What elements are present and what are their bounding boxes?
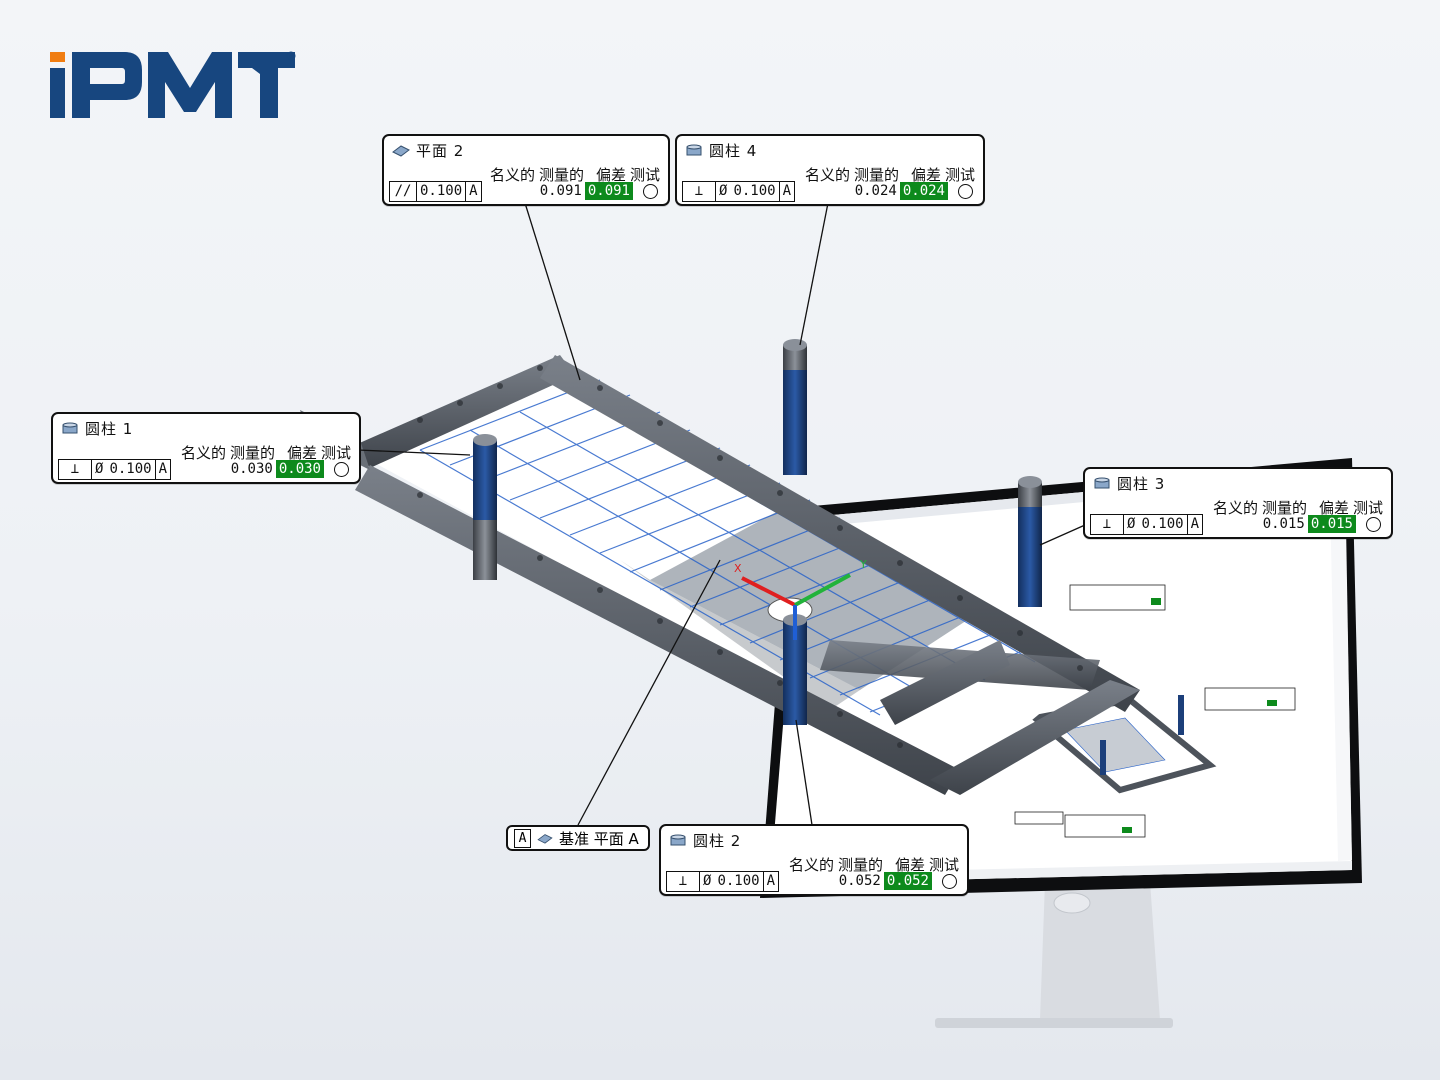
callout-plane-2[interactable]: 平面 2 名义的 测量的 偏差 测试 // 0.100 A 0.091 0.09… — [382, 134, 670, 206]
col-test: 测试 — [944, 166, 975, 184]
callout-title: 圆柱 3 — [1117, 474, 1166, 493]
measured-value: 0.052 — [838, 873, 881, 889]
measured-value: 0.015 — [1262, 516, 1305, 532]
col-deviation: 偏差 — [286, 444, 317, 462]
col-test: 测试 — [320, 444, 351, 462]
diameter-symbol: Ø — [1123, 514, 1138, 534]
feature-control-frame: ⊥ Ø 0.100 A — [58, 458, 172, 480]
diameter-symbol: Ø — [715, 181, 730, 201]
plane-feature-icon — [392, 145, 410, 157]
datum-plane-label[interactable]: A 基准 平面 A — [506, 825, 650, 851]
col-deviation: 偏差 — [894, 856, 925, 874]
measured-value: 0.030 — [230, 461, 273, 477]
callout-cylinder-2[interactable]: 圆柱 2 名义的 测量的 偏差 测试 ⊥ Ø 0.100 A 0.052 0.0… — [659, 824, 969, 896]
col-nominal: 名义的 — [788, 856, 834, 874]
leader-lines — [357, 202, 1086, 826]
plane-feature-icon — [537, 834, 553, 844]
perpendicularity-symbol: ⊥ — [678, 873, 688, 889]
deviation-value: 0.015 — [1307, 515, 1356, 533]
cylinder-feature-icon — [1094, 477, 1110, 489]
callout-title: 圆柱 2 — [693, 831, 742, 850]
parallelism-symbol: // — [394, 183, 412, 199]
tolerance-value: 0.100 — [416, 181, 465, 201]
callout-cylinder-1[interactable]: 圆柱 1 名义的 测量的 偏差 测试 ⊥ Ø 0.100 A 0.030 0.0… — [51, 412, 361, 484]
feature-control-frame: // 0.100 A — [389, 180, 482, 202]
fixture-frame — [300, 355, 1140, 795]
col-deviation: 偏差 — [595, 166, 626, 184]
diameter-symbol: Ø — [699, 871, 714, 891]
col-measured: 测量的 — [229, 444, 275, 462]
col-test: 测试 — [928, 856, 959, 874]
deviation-value: 0.052 — [883, 872, 932, 890]
diameter-symbol: Ø — [91, 459, 106, 479]
datum-text: 基准 平面 A — [559, 829, 639, 848]
col-measured: 测量的 — [853, 166, 899, 184]
cylinder-feature-icon — [670, 834, 686, 846]
cylinder-feature-icon — [686, 144, 702, 156]
callout-title: 平面 2 — [416, 141, 465, 160]
col-nominal: 名义的 — [1212, 499, 1258, 517]
test-pass-indicator — [643, 183, 658, 199]
col-measured: 测量的 — [1261, 499, 1307, 517]
y-axis-label: Y — [859, 558, 867, 571]
cylinder-posts — [473, 339, 1042, 725]
callout-title: 圆柱 1 — [85, 419, 134, 438]
tolerance-value: 0.100 — [717, 873, 760, 889]
col-nominal: 名义的 — [489, 166, 535, 184]
datum-ref: A — [1186, 514, 1202, 534]
measured-value: 0.024 — [854, 183, 897, 199]
datum-ref: A — [778, 181, 794, 201]
datum-ref: A — [762, 871, 778, 891]
perpendicularity-symbol: ⊥ — [1102, 516, 1112, 532]
col-measured: 测量的 — [837, 856, 883, 874]
col-test: 测试 — [629, 166, 660, 184]
col-deviation: 偏差 — [1318, 499, 1349, 517]
tolerance-value: 0.100 — [109, 461, 152, 477]
deviation-value: 0.091 — [584, 182, 633, 200]
col-nominal: 名义的 — [180, 444, 226, 462]
col-nominal: 名义的 — [804, 166, 850, 184]
feature-control-frame: ⊥ Ø 0.100 A — [666, 870, 780, 892]
perpendicularity-symbol: ⊥ — [70, 461, 80, 477]
measured-value: 0.091 — [539, 183, 582, 199]
feature-control-frame: ⊥ Ø 0.100 A — [682, 180, 796, 202]
registered-mark: ® — [289, 54, 295, 61]
datum-ref: A — [465, 181, 480, 201]
perpendicularity-symbol: ⊥ — [694, 183, 704, 199]
callout-cylinder-4[interactable]: 圆柱 4 名义的 测量的 偏差 测试 ⊥ Ø 0.100 A 0.024 0.0… — [675, 134, 985, 206]
test-pass-indicator — [334, 461, 349, 477]
col-test: 测试 — [1352, 499, 1383, 517]
col-measured: 测量的 — [538, 166, 584, 184]
deviation-value: 0.030 — [275, 460, 324, 478]
test-pass-indicator — [958, 183, 973, 199]
callout-cylinder-3[interactable]: 圆柱 3 名义的 测量的 偏差 测试 ⊥ Ø 0.100 A 0.015 0.0… — [1083, 467, 1393, 539]
test-pass-indicator — [942, 873, 957, 889]
pmt-logo: ® — [50, 51, 296, 118]
callout-title: 圆柱 4 — [709, 141, 758, 160]
feature-control-frame: ⊥ Ø 0.100 A — [1090, 513, 1204, 535]
datum-ref: A — [154, 459, 170, 479]
tolerance-value: 0.100 — [1141, 516, 1184, 532]
datum-box: A — [514, 828, 531, 848]
cylinder-feature-icon — [62, 422, 78, 434]
deviation-value: 0.024 — [899, 182, 948, 200]
x-axis-label: X — [734, 562, 742, 575]
col-deviation: 偏差 — [910, 166, 941, 184]
tolerance-value: 0.100 — [733, 183, 776, 199]
test-pass-indicator — [1366, 516, 1381, 532]
axis-triad: X Y — [734, 558, 867, 640]
